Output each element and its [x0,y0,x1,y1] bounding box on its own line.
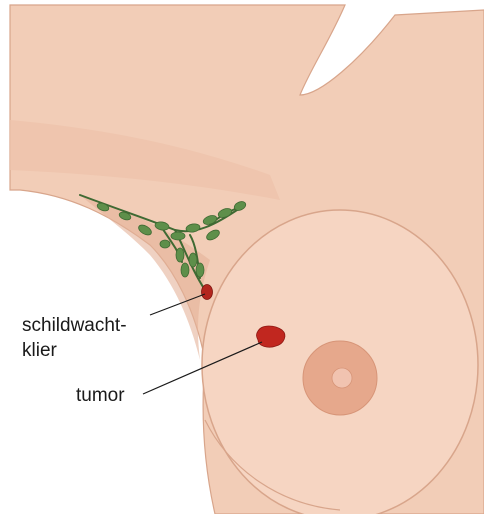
sentinel-node-label-line2: klier [22,340,58,361]
sentinel-node [202,285,213,300]
tumor-label: tumor [76,385,125,406]
nipple [332,368,352,388]
sentinel-node-label-line1: schildwacht- [22,315,127,336]
tumor-mass [257,326,285,347]
